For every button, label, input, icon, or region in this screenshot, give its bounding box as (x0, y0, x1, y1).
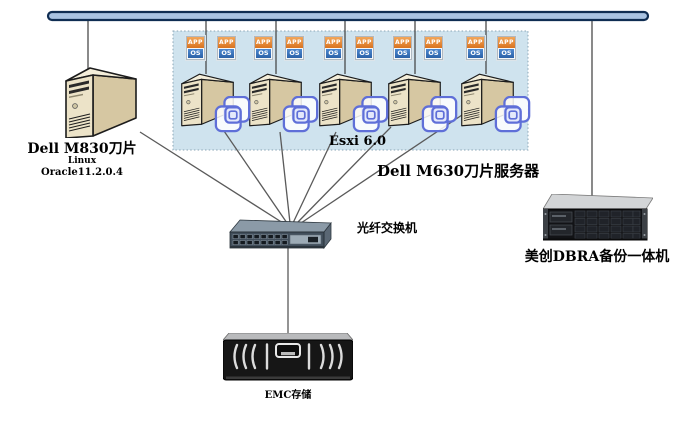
os-badge: OS (287, 49, 302, 58)
link-m830-switch (139, 131, 284, 224)
os-badge: OS (426, 49, 441, 58)
tower-server-m830 (65, 67, 137, 138)
os-badge: OS (219, 49, 234, 58)
label-fiber-switch: 光纤交换机 (357, 221, 418, 235)
os-badge: OS (468, 49, 483, 58)
link-blade3-switch (292, 131, 337, 224)
label-m830-title: Dell M830刀片 (27, 141, 137, 157)
label-m830-os: Linux (67, 156, 97, 166)
bus-drop-lines (87, 19, 593, 197)
app-os-icon-1a: APP OS (186, 36, 205, 60)
backup-appliance (543, 194, 653, 241)
link-blade5-switch (300, 114, 463, 224)
app-badge: APP (325, 37, 342, 48)
os-badge: OS (326, 49, 341, 58)
link-blade4-switch (296, 126, 392, 224)
app-badge: APP (425, 37, 442, 48)
app-badge: APP (498, 37, 515, 48)
san-links (139, 114, 463, 336)
app-badge: APP (187, 37, 204, 48)
app-os-icon-2b: APP OS (285, 36, 304, 60)
emc-storage (223, 333, 353, 382)
os-badge: OS (499, 49, 514, 58)
label-emc-storage: EMC存储 (264, 390, 312, 401)
app-os-icon-1b: APP OS (217, 36, 236, 60)
label-m630-group: Dell M630刀片服务器 (377, 162, 540, 180)
link-blade2-switch (279, 131, 291, 224)
app-badge: APP (356, 37, 373, 48)
app-os-icon-5a: APP OS (466, 36, 485, 60)
app-os-icon-2a: APP OS (254, 36, 273, 60)
label-m830-db: Oracle11.2.0.4 (41, 167, 123, 178)
app-badge: APP (467, 37, 484, 48)
os-badge: OS (395, 49, 410, 58)
app-os-icon-4a: APP OS (393, 36, 412, 60)
app-os-icon-5b: APP OS (497, 36, 516, 60)
app-badge: APP (255, 37, 272, 48)
os-badge: OS (256, 49, 271, 58)
app-badge: APP (286, 37, 303, 48)
app-badge: APP (218, 37, 235, 48)
fiber-switch (229, 219, 332, 249)
os-badge: OS (188, 49, 203, 58)
app-os-icon-4b: APP OS (424, 36, 443, 60)
os-badge: OS (357, 49, 372, 58)
app-badge: APP (394, 37, 411, 48)
network-bus (46, 10, 650, 22)
link-blade1-switch (223, 130, 288, 224)
app-os-icon-3b: APP OS (355, 36, 374, 60)
label-backup-appliance: 美创DBRA备份一体机 (524, 249, 670, 265)
label-esxi: Esxi 6.0 (329, 134, 387, 149)
app-os-icon-3a: APP OS (324, 36, 343, 60)
